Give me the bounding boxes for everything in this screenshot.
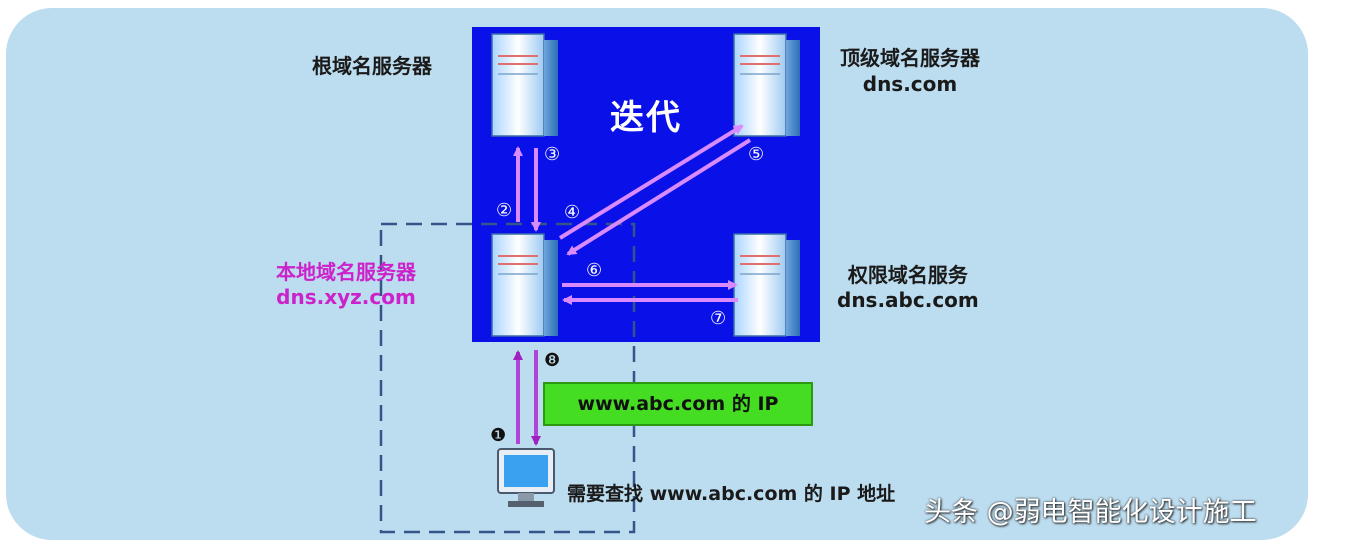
arrow-step-4 [558,124,744,240]
local-server-name: 本地域名服务器 [276,260,416,284]
step-number-8: ❽ [544,350,560,371]
step-number-1: ❶ [490,425,506,446]
iteration-label: 迭代 [610,98,682,138]
answer-box: www.abc.com 的 IP [543,382,813,426]
local-server-domain: dns.xyz.com [276,285,416,309]
root-server-name: 根域名服务器 [312,54,432,78]
client-query-caption: 需要查找 www.abc.com 的 IP 地址 [567,483,896,505]
step-number-6: ⑥ [586,260,602,281]
watermark: 头条 @弱电智能化设计施工 [924,497,1257,528]
auth-server-icon [733,233,800,337]
auth-server-label: 权限域名服务 dns.abc.com [837,263,979,313]
tld-server-name: 顶级域名服务器 [840,46,980,70]
root-server-icon [491,33,558,137]
tld-server-icon [733,33,800,137]
root-server-label: 根域名服务器 [312,50,432,79]
local-server-icon [491,233,558,337]
auth-server-name: 权限域名服务 [847,263,968,287]
step-number-7: ⑦ [710,308,726,329]
tld-server-domain: dns.com [862,72,958,96]
local-zone-boundary [379,222,636,534]
tld-server-label: 顶级域名服务器 dns.com [840,45,980,97]
step-number-2: ② [496,200,512,221]
step-number-5: ⑤ [748,144,764,165]
client-computer-icon [497,448,555,507]
auth-server-domain: dns.abc.com [837,288,979,312]
arrow-step-5 [566,138,752,256]
local-server-label: 本地域名服务器 dns.xyz.com [276,260,416,310]
step-number-3: ③ [544,144,560,165]
step-number-4: ④ [564,202,580,223]
